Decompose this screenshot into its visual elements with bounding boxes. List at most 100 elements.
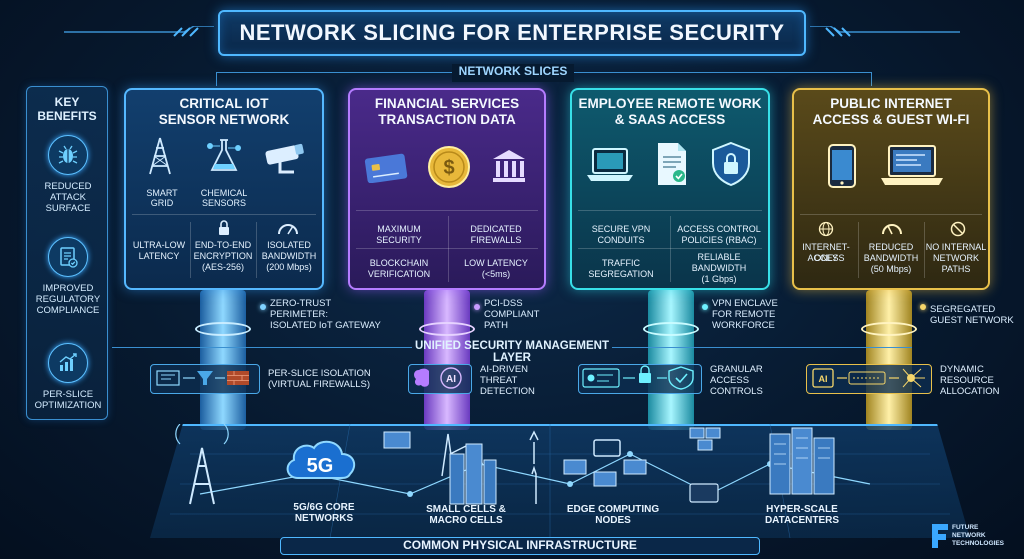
cell-tower-icon — [189, 447, 215, 505]
layer-item-line2: (VIRTUAL FIREWALLS) — [268, 379, 371, 390]
infra-label-line1: SMALL CELLS & — [426, 504, 506, 515]
feature-line1: INTERNET-ONLY — [802, 242, 850, 263]
feature-line2: VERIFICATION — [367, 269, 431, 279]
pipe-note-line1: VPN ENCLAVE — [712, 298, 778, 309]
infrastructure-network-graphic — [170, 424, 950, 538]
feature-line3: PATHS — [941, 264, 971, 274]
feature-line2: ENCRYPTION — [193, 251, 253, 261]
benefit-label-line2: ATTACK — [49, 192, 87, 203]
virtual-firewall-graphic — [150, 364, 260, 394]
tower-icon — [140, 136, 180, 176]
coin-icon: $ — [426, 144, 472, 190]
infra-label-line2: NODES — [595, 515, 631, 526]
feature-line1: LOW LATENCY — [464, 258, 528, 268]
divider — [924, 222, 925, 278]
slice-title-line1: FINANCIAL SERVICES — [374, 96, 520, 111]
bank-icon — [486, 146, 532, 186]
infra-label-line1: EDGE COMPUTING — [566, 504, 660, 515]
feature-line2: FIREWALLS — [470, 235, 522, 245]
title-decoration-right — [810, 26, 960, 37]
5g-cloud-icon: 5G — [282, 434, 358, 484]
feature-line2: LATENCY — [138, 251, 180, 261]
layer-item-line1: AI-DRIVEN — [480, 364, 529, 375]
pipe-note-line2: COMPLIANT — [484, 309, 540, 320]
infra-label-line2: DATACENTERS — [764, 515, 840, 526]
divider — [356, 248, 538, 249]
feature-line3: (200 Mbps) — [266, 262, 312, 272]
pipe-note-line3: ISOLATED IoT GATEWAY — [270, 320, 381, 331]
financial-slice-pipe — [424, 290, 470, 430]
pipe-note-line1: ZERO-TRUST — [270, 298, 332, 309]
slice-panel-financial: FINANCIAL SERVICES TRANSACTION DATA $ MA… — [348, 88, 546, 290]
sidebar-title-line1: KEY — [54, 95, 80, 109]
shield-lock-icon — [706, 140, 756, 188]
benefit-label-line1: REDUCED — [44, 181, 92, 192]
layer-item-line3: ALLOCATION — [940, 386, 1000, 397]
credit-card-icon — [362, 150, 410, 186]
divider — [356, 210, 538, 211]
resource-allocation-graphic: AI — [806, 364, 932, 394]
bug-icon — [48, 135, 88, 175]
infra-label-line1: HYPER-SCALE — [766, 504, 838, 515]
feature-line3: (50 Mbps) — [870, 264, 912, 274]
layer-item-line3: CONTROLS — [710, 386, 763, 397]
pipe-note-line2: FOR REMOTE — [712, 309, 776, 320]
bar-chart-icon — [48, 343, 88, 383]
checklist-icon — [48, 237, 88, 277]
feature-line1: ISOLATED — [267, 240, 311, 250]
infra-label-line1: 5G/6G CORE — [293, 502, 355, 513]
feature-line2: POLICIES (RBAC) — [681, 235, 757, 245]
infra-label-line2: NETWORKS — [294, 513, 354, 524]
unified-layer-label: UNIFIED SECURITY MANAGEMENT LAYER — [414, 340, 610, 364]
feature-line1: ULTRA-LOW — [132, 240, 186, 250]
title-decoration-left — [64, 26, 214, 37]
feature-line2: SECURITY — [376, 235, 422, 245]
slice-title-line1: CRITICAL IOT — [179, 96, 269, 111]
feature-line2: SEGREGATION — [588, 269, 654, 279]
layer-item-line1: DYNAMIC — [940, 364, 984, 375]
pipe-note-line2: GUEST NETWORK — [930, 315, 1014, 326]
brand-line3: TECHNOLOGIES — [952, 540, 1005, 547]
layer-item-line1: GRANULAR — [710, 364, 763, 375]
document-icon — [650, 140, 694, 188]
divider — [256, 222, 257, 278]
page-title: NETWORK SLICING FOR ENTERPRISE SECURITY — [239, 20, 785, 45]
ai-badge: AI — [446, 374, 456, 385]
benefit-label-line3: SURFACE — [45, 203, 91, 214]
layer-item-line1: PER-SLICE ISOLATION — [268, 368, 371, 379]
employee-slice-pipe — [648, 290, 694, 430]
callout-dot — [920, 304, 926, 310]
feature-line1: REDUCED — [868, 242, 914, 252]
laptop-icon — [876, 142, 948, 190]
layer-item-line2: ACCESS — [710, 375, 750, 386]
pipe-ring — [195, 322, 251, 336]
layer-divider-right — [612, 347, 912, 348]
access-controls-graphic — [578, 364, 702, 394]
no-entry-icon — [948, 220, 968, 238]
divider — [190, 222, 191, 278]
slice-panel-iot: CRITICAL IOT SENSOR NETWORK SMART GRID C… — [124, 88, 324, 290]
divider — [800, 214, 982, 215]
layer-item-line2: RESOURCE — [940, 375, 994, 386]
slice-title-line1: PUBLIC INTERNET — [830, 96, 952, 111]
layer-item-line3: DETECTION — [480, 386, 535, 397]
iot-slice-pipe — [200, 290, 246, 430]
page-title-banner: NETWORK SLICING FOR ENTERPRISE SECURITY — [218, 10, 806, 56]
globe-icon — [816, 220, 836, 238]
slice-title-line2: SENSOR NETWORK — [158, 112, 290, 127]
benefit-label-line2: REGULATORY — [35, 294, 101, 305]
feature-line2: BANDWIDTH — [863, 253, 919, 263]
feature-line2: BANDWIDTH — [691, 263, 747, 273]
pipe-note-line1: SEGREGATED — [930, 304, 996, 315]
network-slices-label: NETWORK SLICES — [452, 64, 574, 82]
public-slice-pipe — [866, 290, 912, 430]
ai-badge: AI — [819, 374, 828, 384]
slice-title-line2: TRANSACTION DATA — [378, 112, 516, 127]
brand-logo: FUTURE NETWORK TECHNOLOGIES — [930, 522, 1020, 556]
infrastructure-footer-label: COMMON PHYSICAL INFRASTRUCTURE — [280, 537, 760, 555]
benefit-label-line1: IMPROVED — [42, 283, 94, 294]
server-icon — [383, 431, 411, 449]
callout-dot — [702, 304, 708, 310]
feature-line1: TRAFFIC — [602, 258, 640, 268]
infra-label-line2: MACRO CELLS — [429, 515, 503, 526]
